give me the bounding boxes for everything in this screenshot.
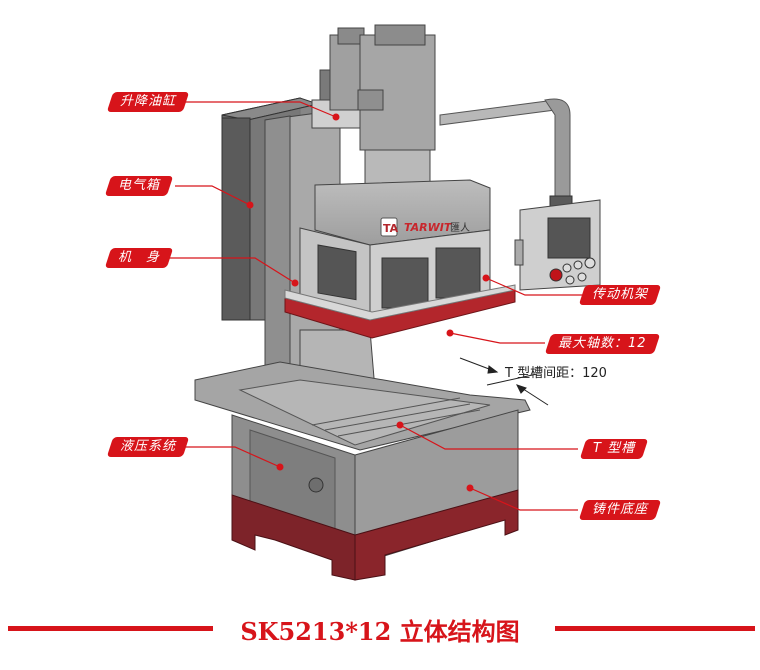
title-line-right xyxy=(555,626,755,631)
label-max-spindles: 最大轴数：12 xyxy=(544,334,660,354)
cast-base xyxy=(231,409,519,581)
label-cast-base: 铸件底座 xyxy=(578,500,662,520)
svg-text:TA: TA xyxy=(383,222,399,235)
label-t-slot: T 型槽 xyxy=(579,439,649,459)
label-lift-cylinder: 升降油缸 xyxy=(106,92,190,112)
brand-logo: TA TARWIT 匯人 xyxy=(380,217,470,237)
control-pendant xyxy=(439,98,601,291)
transmission-head xyxy=(284,179,516,339)
t-slot-spacing-dimension: T 型槽间距：120 xyxy=(505,366,607,381)
svg-text:TARWIT: TARWIT xyxy=(404,221,453,234)
work-table xyxy=(194,361,531,451)
label-transmission-frame: 传动机架 xyxy=(578,285,662,305)
title-line-left xyxy=(8,626,213,631)
diagram-title: SK5213*12 立体结构图 xyxy=(240,617,520,646)
spindle-motors xyxy=(329,24,436,191)
label-hydraulic-system: 液压系统 xyxy=(106,437,190,457)
label-machine-body: 机 身 xyxy=(104,248,174,268)
dimension-arrows xyxy=(459,357,549,406)
label-electric-box: 电气箱 xyxy=(104,176,174,196)
svg-text:匯人: 匯人 xyxy=(450,222,470,234)
leader-dots xyxy=(246,113,490,492)
leader-lines xyxy=(165,101,588,511)
